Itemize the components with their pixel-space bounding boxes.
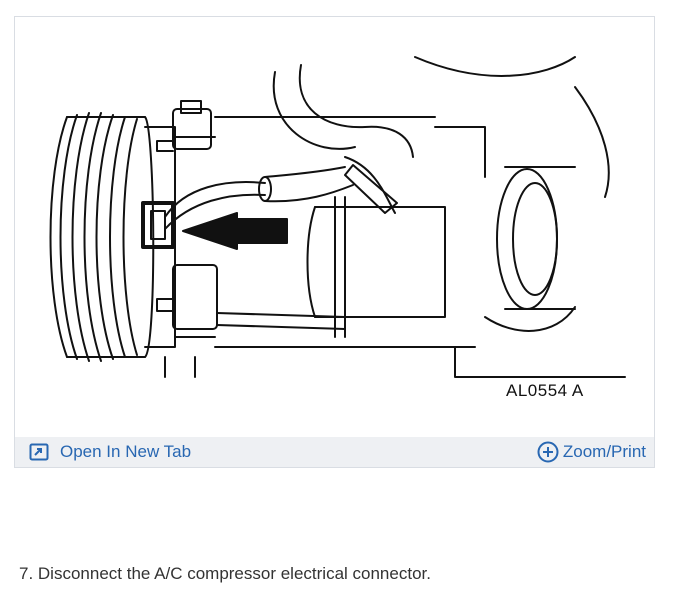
- plus-circle-icon: [537, 441, 559, 463]
- figure-toolbar: Open In New Tab Zoom/Print: [15, 437, 654, 467]
- open-external-icon: [29, 443, 49, 461]
- diagram-code-label: AL0554 A: [506, 381, 584, 400]
- zoom-print-link[interactable]: Zoom/Print: [537, 440, 646, 464]
- step-instruction: 7. Disconnect the A/C compressor electri…: [19, 564, 431, 583]
- zoom-print-label: Zoom/Print: [562, 442, 646, 461]
- open-in-new-tab-label: Open In New Tab: [60, 442, 192, 461]
- compressor-diagram-image: AL0554 A: [15, 17, 654, 437]
- compressor-line-drawing: [49, 56, 626, 378]
- open-in-new-tab-link[interactable]: Open In New Tab: [29, 441, 191, 463]
- figure-card: AL0554 A Open In New Tab Zoom/Print: [14, 16, 655, 468]
